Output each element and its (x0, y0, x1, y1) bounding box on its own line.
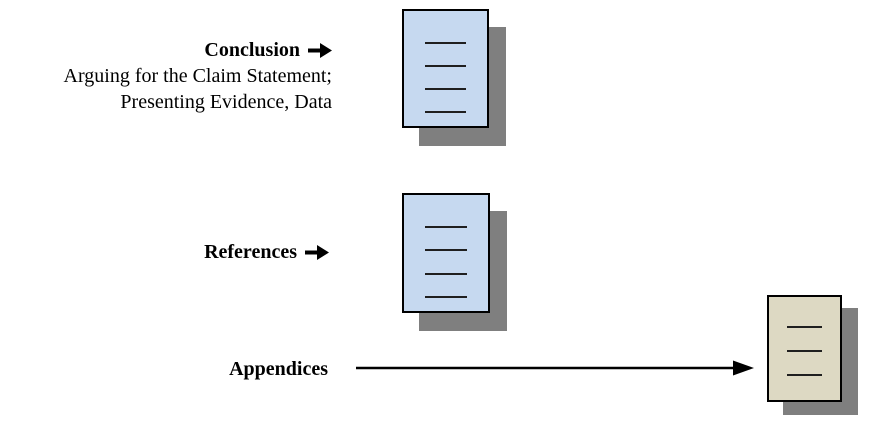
document-text-line (786, 350, 823, 352)
conclusion-title: Conclusion (204, 39, 300, 61)
right-arrow-icon (305, 244, 329, 261)
conclusion-label-block: Conclusion Arguing for the Claim Stateme… (0, 37, 332, 115)
conclusion-description-line: Presenting Evidence, Data (120, 91, 332, 113)
right-arrow-icon (308, 42, 332, 59)
references-title: References (204, 241, 297, 263)
conclusion-title-line: Conclusion (0, 37, 332, 63)
references-label-block: References (0, 239, 329, 265)
appendices-label-block: Appendices (0, 356, 328, 382)
document-text-line (424, 88, 467, 90)
document-text-line (786, 326, 823, 328)
conclusion-description-line: Arguing for the Claim Statement; (63, 65, 332, 87)
appendices-title: Appendices (229, 358, 328, 380)
document-text-line (425, 272, 467, 275)
references-document-icon (402, 193, 507, 331)
document-text-line (425, 295, 467, 298)
references-title-line: References (0, 239, 329, 265)
document-text-line (424, 65, 467, 67)
document-text-line (425, 226, 467, 228)
document-text-line (424, 111, 467, 113)
appendices-document-icon (767, 295, 858, 415)
document-page (402, 193, 490, 313)
appendices-connector-arrow (356, 360, 754, 376)
document-page (767, 295, 842, 402)
conclusion-document-icon (402, 9, 506, 146)
document-page (402, 9, 489, 128)
document-text-line (786, 374, 823, 376)
appendices-title-line: Appendices (0, 356, 328, 382)
document-text-line (425, 249, 467, 252)
document-text-line (424, 42, 467, 44)
